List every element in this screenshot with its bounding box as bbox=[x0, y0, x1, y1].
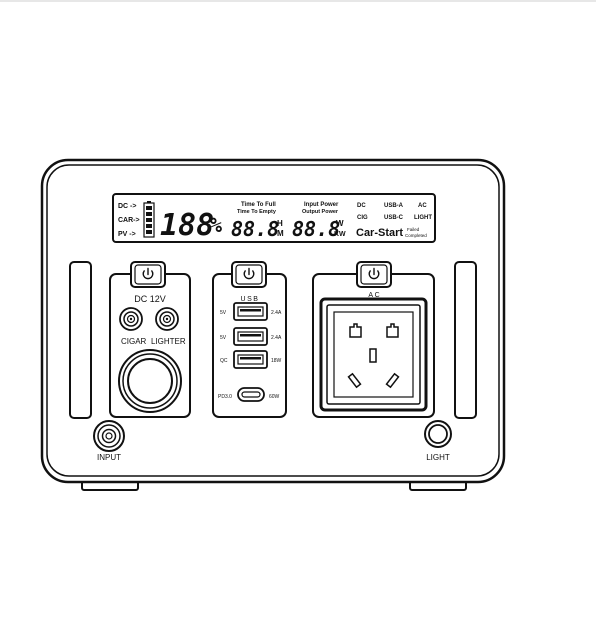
light-button[interactable] bbox=[424, 420, 452, 448]
dc-port-right[interactable] bbox=[155, 307, 179, 331]
dc-panel-title: DC 12V bbox=[134, 294, 166, 304]
lcd-time-unit-m: M bbox=[277, 229, 284, 238]
cigar-lighter-socket[interactable] bbox=[118, 349, 182, 413]
lcd-time-unit-h: H bbox=[277, 219, 283, 228]
device-body-inner bbox=[46, 164, 500, 477]
usb-panel-title: USB bbox=[241, 296, 260, 303]
usb-port-2-rating: 2.4A bbox=[271, 335, 282, 341]
lcd-time-to-full: Time To Full bbox=[241, 202, 276, 208]
ac-outlet[interactable] bbox=[319, 297, 428, 412]
power-icon bbox=[368, 267, 380, 280]
lcd-input-car: CAR-> bbox=[118, 217, 140, 224]
usb-port-1-rating: 2.4A bbox=[271, 310, 282, 316]
usb-a-port-2[interactable] bbox=[233, 327, 268, 346]
lcd-car-start: Car-Start bbox=[356, 227, 403, 239]
dc-power-button[interactable] bbox=[130, 261, 166, 288]
battery-icon bbox=[143, 201, 155, 238]
lcd-indicator-usb-a: USB-A bbox=[384, 203, 404, 209]
lighter-label: LIGHTER bbox=[151, 337, 186, 346]
usb-c-port[interactable] bbox=[237, 387, 265, 402]
usb-port-1-label: 5V bbox=[220, 310, 227, 316]
cigar-label: CIGAR bbox=[121, 337, 147, 346]
usb-c-label: PD3.0 bbox=[218, 394, 232, 400]
lcd-power-unit-w: W bbox=[336, 219, 344, 228]
lcd-car-start-failed: Failed bbox=[407, 227, 420, 232]
lcd-indicator-dc: DC bbox=[357, 203, 366, 209]
lcd-indicator-usb-c: USB-C bbox=[384, 215, 404, 221]
lcd-indicator-light: LIGHT bbox=[414, 215, 432, 221]
usb-c-rating: 60W bbox=[269, 394, 280, 400]
input-label: INPUT bbox=[97, 453, 121, 462]
power-icon bbox=[243, 267, 255, 280]
lcd-indicator-cig: CIG bbox=[357, 215, 368, 221]
lcd-input-pv: PV -> bbox=[118, 231, 136, 238]
lcd-screen bbox=[112, 193, 436, 243]
lcd-power-value: 88.8 bbox=[292, 217, 340, 241]
usb-port-3-label: QC bbox=[220, 358, 228, 364]
power-icon bbox=[142, 267, 154, 280]
lcd-percent-sign: % bbox=[210, 213, 222, 237]
light-label: LIGHT bbox=[426, 453, 450, 462]
ac-power-button[interactable] bbox=[356, 261, 392, 288]
dc-port-left[interactable] bbox=[119, 307, 143, 331]
lcd-output-power: Output Power bbox=[302, 209, 339, 215]
usb-port-2-label: 5V bbox=[220, 335, 227, 341]
lcd-power-unit-kw: KW bbox=[334, 231, 346, 238]
lcd-car-start-completed: Completed bbox=[405, 233, 427, 238]
usb-a-port-1[interactable] bbox=[233, 302, 268, 321]
left-vent bbox=[69, 261, 92, 419]
lcd-time-value: 88.8 bbox=[231, 217, 279, 241]
right-vent bbox=[454, 261, 477, 419]
usb-power-button[interactable] bbox=[231, 261, 267, 288]
input-port[interactable] bbox=[93, 420, 125, 452]
lcd-input-dc: DC -> bbox=[118, 203, 136, 210]
lcd-time-to-empty: Time To Empty bbox=[237, 209, 277, 215]
lcd-battery-percent: 188 bbox=[160, 208, 214, 243]
lcd-input-power: Input Power bbox=[304, 202, 339, 208]
usb-a-port-3[interactable] bbox=[233, 350, 268, 369]
ac-panel-title: A C bbox=[368, 292, 379, 299]
lcd-indicator-ac: AC bbox=[418, 203, 427, 209]
usb-port-3-rating: 18W bbox=[271, 358, 282, 364]
